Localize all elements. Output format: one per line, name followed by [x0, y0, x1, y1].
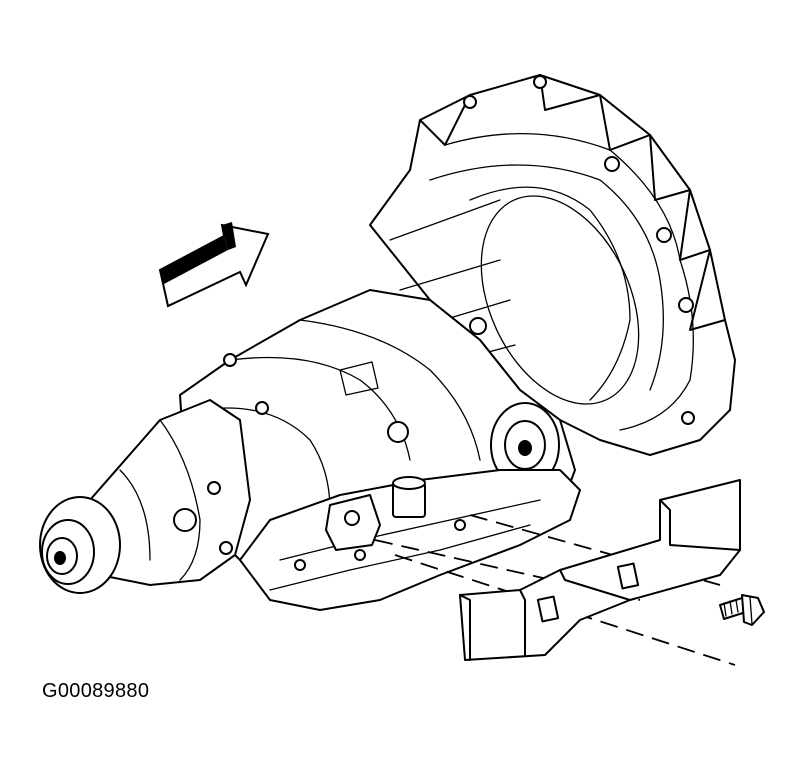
front-direction-arrow-icon [158, 222, 270, 308]
output-shaft [39, 496, 121, 594]
transmission-mount-pad [490, 402, 560, 488]
transmission-assembly [39, 74, 736, 611]
support-bracket [459, 479, 741, 661]
oil-pan [239, 469, 581, 611]
figure-code: G00089880 [42, 680, 150, 702]
filler-cap [392, 476, 426, 518]
bolt-icon [719, 594, 765, 626]
